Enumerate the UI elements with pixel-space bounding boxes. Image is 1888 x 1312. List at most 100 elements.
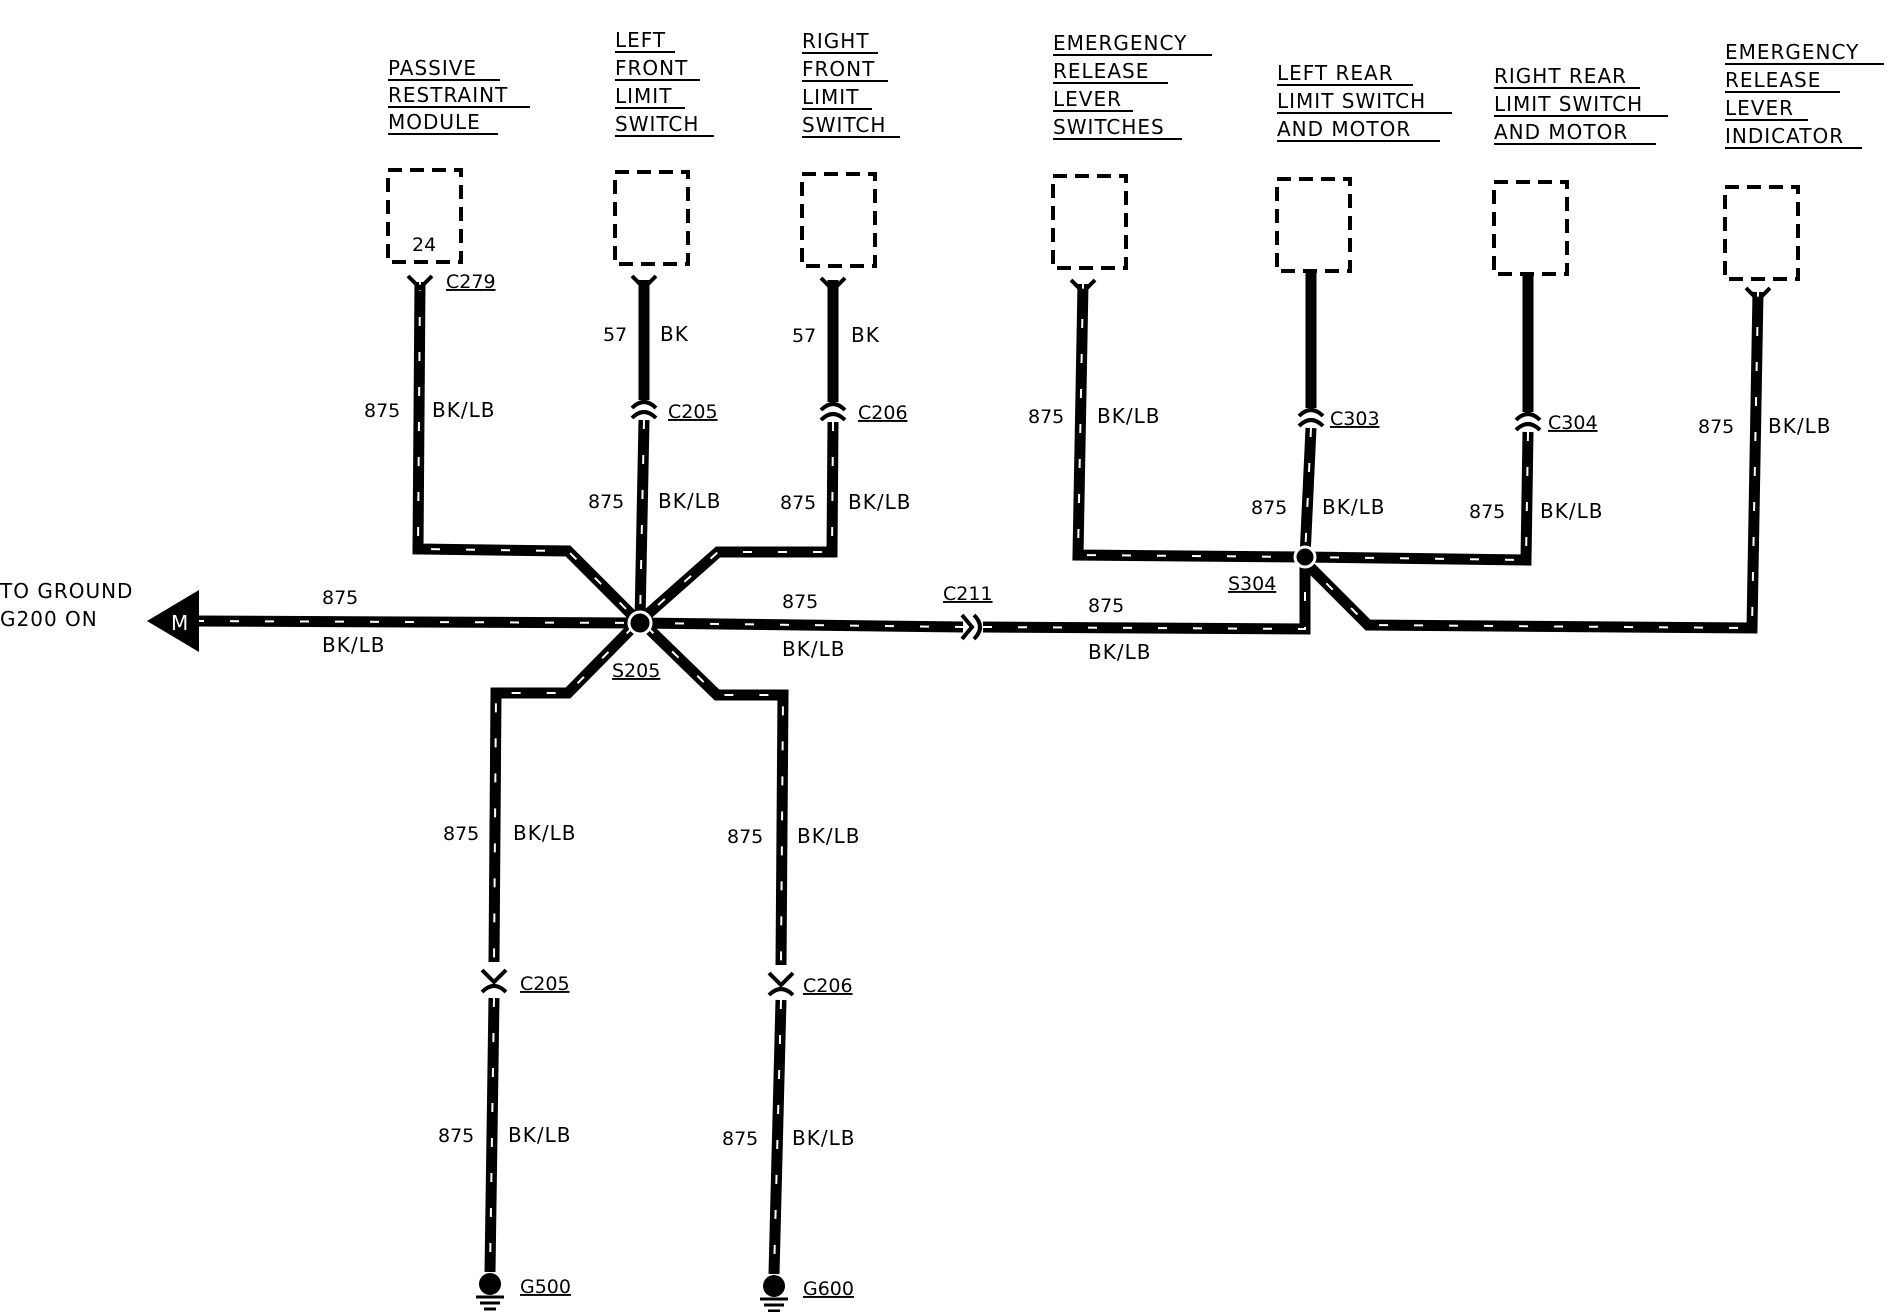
connector-c205-top-symbol xyxy=(630,400,658,420)
component-emergency-release-lever-switches: EMERGENCY RELEASE LEVER SWITCHES xyxy=(1051,31,1212,270)
wire-circuit: 875 xyxy=(1251,497,1287,519)
component-emergency-release-lever-indicator: EMERGENCY RELEASE LEVER INDICATOR xyxy=(1723,40,1884,281)
label-line: MODULE xyxy=(388,110,481,134)
wire-circuit: 875 xyxy=(364,400,400,422)
label-line: AND MOTOR xyxy=(1494,120,1628,144)
connector-c211-symbol xyxy=(960,613,982,641)
wire-circuit: 875 xyxy=(1028,406,1064,428)
connector-c206-bottom-symbol xyxy=(767,971,795,997)
connector-label-c304: C304 xyxy=(1548,412,1598,434)
ground-g500-icon xyxy=(476,1273,504,1311)
wire-color: BK xyxy=(851,323,880,347)
label-line: LIMIT SWITCH xyxy=(1277,89,1426,113)
wire-color: BK/LB xyxy=(658,489,721,513)
connector-c206-top-symbol xyxy=(819,402,847,422)
connector-label-c211: C211 xyxy=(943,583,993,605)
label-line: LIMIT SWITCH xyxy=(1494,92,1643,116)
label-line: RIGHT REAR xyxy=(1494,64,1627,88)
wire-color: BK/LB xyxy=(792,1126,855,1150)
wire-circuit: 875 xyxy=(782,591,818,613)
label-line: LIMIT xyxy=(802,85,859,109)
emergency-release-lever-switches-box xyxy=(1051,174,1128,270)
left-rear-limit-switch-box xyxy=(1275,177,1352,273)
label-line: SWITCH xyxy=(615,112,699,136)
label-line: SWITCHES xyxy=(1053,115,1165,139)
label-line: FRONT xyxy=(615,56,688,80)
component-pin-marks xyxy=(406,274,1772,303)
wire-circuit: 875 xyxy=(1469,501,1505,523)
wire-color: BK/LB xyxy=(508,1123,571,1147)
label-line: SWITCH xyxy=(802,113,886,137)
wire-circuit: 875 xyxy=(722,1128,758,1150)
wire-circuit: 875 xyxy=(438,1125,474,1147)
wire-circuit: 875 xyxy=(780,492,816,514)
connector-label-c303: C303 xyxy=(1330,408,1380,430)
label-line: RELEASE xyxy=(1053,59,1149,83)
ground-arrow-symbol: M xyxy=(171,611,189,635)
component-left-front-limit-switch: LEFT FRONT LIMIT SWITCH xyxy=(613,28,714,266)
connector-label-c206-lower: C206 xyxy=(803,975,853,997)
wire-circuit: 875 xyxy=(727,826,763,848)
ground-arrow: M xyxy=(147,590,199,652)
splice-s205-dot xyxy=(627,610,653,636)
wire-circuit: 875 xyxy=(1088,595,1124,617)
pin-number: 24 xyxy=(412,234,436,256)
wire-circuit: 875 xyxy=(443,823,479,845)
wire-circuit: 57 xyxy=(603,324,627,346)
label-line: PASSIVE xyxy=(388,56,477,80)
splice-label-s304: S304 xyxy=(1228,573,1276,595)
label-line: INDICATOR xyxy=(1725,124,1844,148)
connector-label-c205: C205 xyxy=(668,401,718,423)
label-line: LIMIT xyxy=(615,84,672,108)
wire-circuit: 875 xyxy=(1698,416,1734,438)
wire-circuit: 57 xyxy=(792,325,816,347)
label-line: FRONT xyxy=(802,57,875,81)
ground-label-g600: G600 xyxy=(803,1278,854,1300)
connector-c205-bottom-symbol xyxy=(480,968,508,994)
splice-label-s205: S205 xyxy=(612,660,660,682)
ground-reference-line1: TO GROUND xyxy=(0,579,133,603)
splice-s304-dot xyxy=(1293,545,1317,569)
wire-circuit: 875 xyxy=(322,587,358,609)
wire-color: BK/LB xyxy=(513,821,576,845)
wire-color: BK/LB xyxy=(432,398,495,422)
right-rear-limit-switch-box xyxy=(1492,180,1569,276)
connector-c303-symbol xyxy=(1297,408,1325,428)
passive-restraint-module-box xyxy=(386,168,463,264)
ground-reference-line2: G200 ON xyxy=(0,607,98,631)
label-line: RESTRAINT xyxy=(388,83,508,107)
wire-color: BK/LB xyxy=(848,490,911,514)
label-line: RELEASE xyxy=(1725,68,1821,92)
label-line: EMERGENCY xyxy=(1053,31,1187,55)
ground-g600-icon xyxy=(760,1275,788,1312)
right-front-limit-switch-box xyxy=(800,172,877,268)
wire-color: BK/LB xyxy=(1097,404,1160,428)
label-line: LEFT xyxy=(615,28,666,52)
connector-label-c205-lower: C205 xyxy=(520,973,570,995)
wire-color: BK/LB xyxy=(1088,640,1151,664)
wire-labels: 875 BK/LB 57 BK 57 BK 875 BK/LB 875 BK/L… xyxy=(322,322,1831,1150)
component-passive-restraint-module: PASSIVE RESTRAINT MODULE 24 xyxy=(386,56,530,264)
label-line: RIGHT xyxy=(802,29,870,53)
wire-color: BK xyxy=(660,322,689,346)
ground-label-g500: G500 xyxy=(520,1276,571,1298)
component-right-front-limit-switch: RIGHT FRONT LIMIT SWITCH xyxy=(800,29,900,268)
component-right-rear-limit-switch-and-motor: RIGHT REAR LIMIT SWITCH AND MOTOR xyxy=(1492,64,1668,276)
label-line: LEVER xyxy=(1053,87,1122,111)
wire-color: BK/LB xyxy=(322,633,385,657)
inline-connectors xyxy=(480,400,1542,997)
wire-color: BK/LB xyxy=(1540,499,1603,523)
emergency-release-lever-indicator-box xyxy=(1723,185,1800,281)
connector-c304-symbol xyxy=(1514,412,1542,432)
wire-color: BK/LB xyxy=(797,824,860,848)
connector-label-c206: C206 xyxy=(858,402,908,424)
label-line: LEFT REAR xyxy=(1277,61,1394,85)
left-front-limit-switch-box xyxy=(613,170,690,266)
label-line: LEVER xyxy=(1725,96,1794,120)
component-left-rear-limit-switch-and-motor: LEFT REAR LIMIT SWITCH AND MOTOR xyxy=(1275,61,1452,273)
label-line: AND MOTOR xyxy=(1277,117,1411,141)
wire-color: BK/LB xyxy=(1768,414,1831,438)
connector-label-c279: C279 xyxy=(446,271,496,293)
wire-circuit: 875 xyxy=(588,491,624,513)
